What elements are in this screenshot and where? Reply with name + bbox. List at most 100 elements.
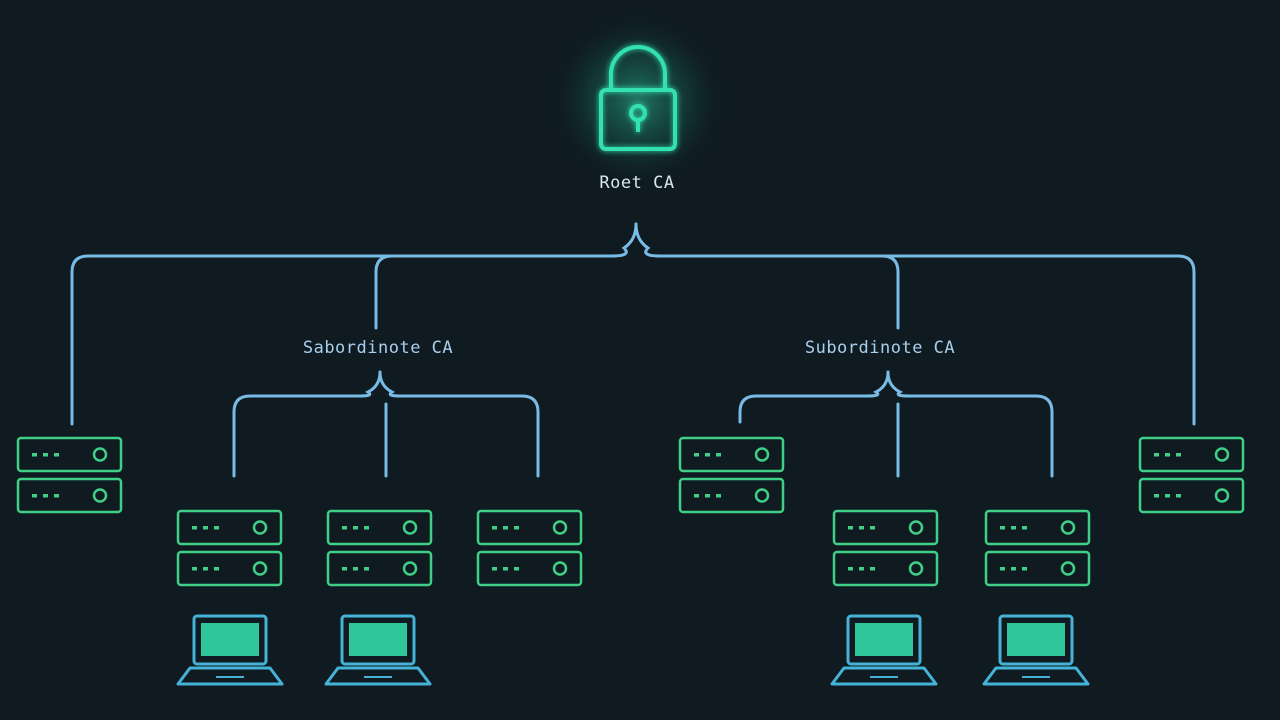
server-knob <box>552 561 568 576</box>
server-icon[interactable] <box>16 436 123 514</box>
server-unit <box>16 436 123 473</box>
server-knob <box>402 561 418 576</box>
laptop-icon[interactable] <box>176 614 284 686</box>
laptop-screen <box>201 623 259 656</box>
server-unit <box>326 550 433 587</box>
sub-left-connector-right <box>378 370 540 478</box>
laptop-icon[interactable] <box>324 614 432 686</box>
server-knob <box>252 561 268 576</box>
server-led <box>716 494 721 498</box>
sub-left-connector <box>232 370 382 478</box>
server-unit <box>176 509 283 546</box>
server-unit <box>476 550 583 587</box>
server-led <box>870 567 875 571</box>
server-led <box>859 567 864 571</box>
server-icon[interactable] <box>1138 436 1245 514</box>
server-led <box>353 567 358 571</box>
server-led <box>364 567 369 571</box>
server-knob <box>552 520 568 535</box>
laptop-screen <box>855 623 913 656</box>
server-knob <box>754 447 770 462</box>
laptop-screen <box>349 623 407 656</box>
server-led <box>1154 494 1159 498</box>
server-led <box>353 526 358 530</box>
lock-glow <box>546 8 730 192</box>
server-led <box>694 494 699 498</box>
server-led <box>705 453 710 457</box>
server-knob <box>252 520 268 535</box>
server-led <box>503 526 508 530</box>
padlock-shackle <box>609 45 667 90</box>
server-unit <box>832 509 939 546</box>
server-knob <box>92 488 108 503</box>
server-icon[interactable] <box>326 509 433 587</box>
server-icon[interactable] <box>832 509 939 587</box>
server-unit <box>1138 436 1245 473</box>
server-unit <box>832 550 939 587</box>
server-led <box>1000 567 1005 571</box>
laptop-screen <box>1007 623 1065 656</box>
server-led <box>342 526 347 530</box>
server-led <box>848 567 853 571</box>
laptop-base <box>176 666 284 686</box>
root-ca-node[interactable] <box>546 8 730 192</box>
server-knob <box>754 488 770 503</box>
server-unit <box>326 509 433 546</box>
server-led <box>514 567 519 571</box>
server-knob <box>1214 447 1230 462</box>
server-led <box>43 453 48 457</box>
server-unit <box>1138 477 1245 514</box>
padlock-icon <box>599 45 677 151</box>
server-led <box>342 567 347 571</box>
root-ca-label: Roet CA <box>599 173 675 193</box>
server-unit <box>678 477 785 514</box>
server-led <box>705 494 710 498</box>
server-icon[interactable] <box>678 436 785 514</box>
laptop-base <box>324 666 432 686</box>
server-led <box>514 526 519 530</box>
server-led <box>492 567 497 571</box>
server-led <box>1022 567 1027 571</box>
server-icon[interactable] <box>984 509 1091 587</box>
subordinate-ca-label-right: Subordinote CA <box>804 338 956 358</box>
laptop-group <box>176 614 1090 686</box>
server-unit <box>176 550 283 587</box>
laptop-screen-frame <box>846 614 922 666</box>
server-led <box>364 526 369 530</box>
server-led <box>1176 494 1181 498</box>
server-led <box>716 453 721 457</box>
server-led <box>32 453 37 457</box>
sub-right-connector-right <box>886 370 1054 478</box>
server-unit <box>16 477 123 514</box>
server-led <box>192 526 197 530</box>
server-led <box>43 494 48 498</box>
server-led <box>859 526 864 530</box>
laptop-base <box>830 666 938 686</box>
laptop-icon[interactable] <box>982 614 1090 686</box>
server-led <box>54 494 59 498</box>
server-led <box>492 526 497 530</box>
server-icon[interactable] <box>176 509 283 587</box>
server-led <box>54 453 59 457</box>
laptop-screen-frame <box>340 614 416 666</box>
server-led <box>503 567 508 571</box>
server-knob <box>1214 488 1230 503</box>
padlock-body <box>599 88 677 151</box>
server-unit <box>984 550 1091 587</box>
server-led <box>848 526 853 530</box>
server-unit <box>476 509 583 546</box>
server-led <box>1165 494 1170 498</box>
root-connector <box>374 222 638 330</box>
server-led <box>1000 526 1005 530</box>
server-knob <box>908 520 924 535</box>
server-knob <box>92 447 108 462</box>
server-led <box>1154 453 1159 457</box>
server-led <box>203 526 208 530</box>
server-led <box>1022 526 1027 530</box>
laptop-icon[interactable] <box>830 614 938 686</box>
server-icon[interactable] <box>476 509 583 587</box>
server-group <box>16 436 1245 587</box>
server-led <box>214 567 219 571</box>
